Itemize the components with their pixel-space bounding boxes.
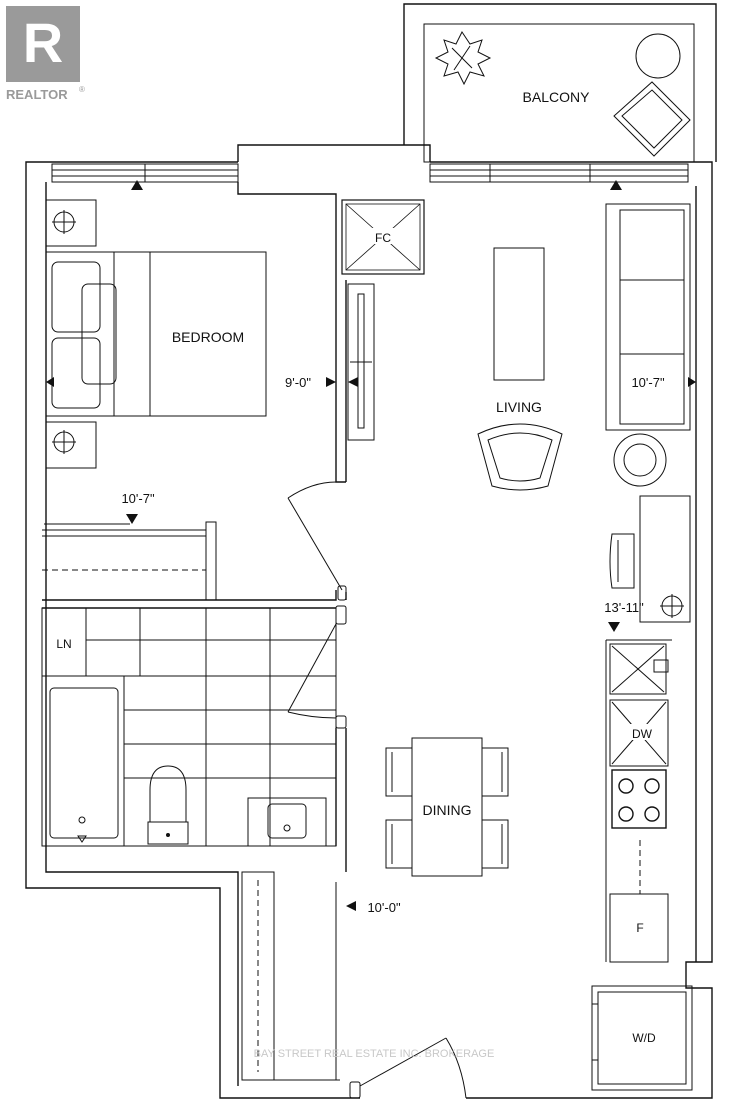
room-label-dining: DINING <box>423 802 472 818</box>
balcony-chair <box>613 81 691 157</box>
fc-label-bg <box>370 228 396 244</box>
kitchen-counter <box>605 639 672 962</box>
dim-bedroom-depth: 9'-0" <box>285 375 311 390</box>
realtor-logo-text: REALTOR <box>6 87 68 102</box>
toilet <box>147 765 189 845</box>
bedroom-window-arrow <box>131 180 143 190</box>
watermark: BAY STREET REAL ESTATE INC. BROKERAGE <box>254 1048 495 1060</box>
bedroom-closet <box>42 521 217 600</box>
room-label-f: F <box>636 921 643 935</box>
bedroom-arrow-left <box>46 377 54 387</box>
dining-table <box>411 737 483 877</box>
balcony-outline <box>403 3 717 163</box>
balcony-plant-icon <box>434 31 492 86</box>
bedroom-door <box>287 481 347 601</box>
room-label-dw: DW <box>632 727 653 741</box>
living-sofa <box>605 203 691 431</box>
desk <box>639 495 691 623</box>
dim-arrow-living-depth <box>688 377 696 387</box>
living-window-arrow <box>610 180 622 190</box>
bathtub <box>41 675 125 847</box>
washer-dryer <box>591 985 693 1091</box>
desk-chair <box>609 533 635 589</box>
outer-walls <box>25 144 713 1099</box>
kitchen-sink <box>609 643 669 695</box>
room-label-living: LIVING <box>496 399 542 415</box>
nightstand-lamp-bottom <box>45 421 97 469</box>
dw-label-bg <box>630 724 656 740</box>
dim-living-depth: 10'-7" <box>631 375 665 390</box>
bathroom-vanity-sink <box>247 797 327 847</box>
tv-unit <box>347 283 375 441</box>
dim-kitchen-length: 13'-11" <box>604 600 644 615</box>
dim-arrow-bedroom-depth-right <box>348 377 358 387</box>
room-label-wd: W/D <box>632 1031 656 1045</box>
balcony-table <box>635 33 681 79</box>
realtor-logo-mark <box>6 6 80 82</box>
room-label-balcony: BALCONY <box>523 89 591 105</box>
dining-chair-left-bottom <box>385 819 413 869</box>
dim-arrow-kitchen-length <box>608 622 620 632</box>
dining-chair-right-bottom <box>481 819 509 869</box>
windows <box>51 163 689 183</box>
refrigerator <box>609 893 669 963</box>
dim-foyer-length: 10'-0" <box>367 900 401 915</box>
dining-chair-right-top <box>481 747 509 797</box>
dim-bedroom-width: 10'-7" <box>121 491 155 506</box>
room-label-fc: FC <box>375 231 391 245</box>
dim-arrow-bedroom-depth <box>326 377 336 387</box>
dim-arrow-foyer-length <box>346 901 356 911</box>
living-armchair <box>477 423 563 491</box>
foyer-closet <box>241 871 340 1081</box>
realtor-logo-registered: ® <box>79 85 85 94</box>
realtor-logo-letter: R <box>23 11 63 74</box>
nightstand-lamp-top <box>45 199 97 247</box>
room-label-ln: LN <box>56 637 71 651</box>
coffee-table <box>493 247 545 381</box>
entry-door <box>349 1037 467 1099</box>
side-table <box>613 433 667 487</box>
bedroom-bed <box>45 251 267 417</box>
realtor-logo: R REALTOR ® <box>6 6 85 102</box>
dim-arrow-bedroom-width <box>126 514 138 524</box>
cooktop <box>611 769 667 829</box>
room-label-bedroom: BEDROOM <box>172 329 244 345</box>
bathroom-door <box>287 605 347 729</box>
dining-chair-left-top <box>385 747 413 797</box>
